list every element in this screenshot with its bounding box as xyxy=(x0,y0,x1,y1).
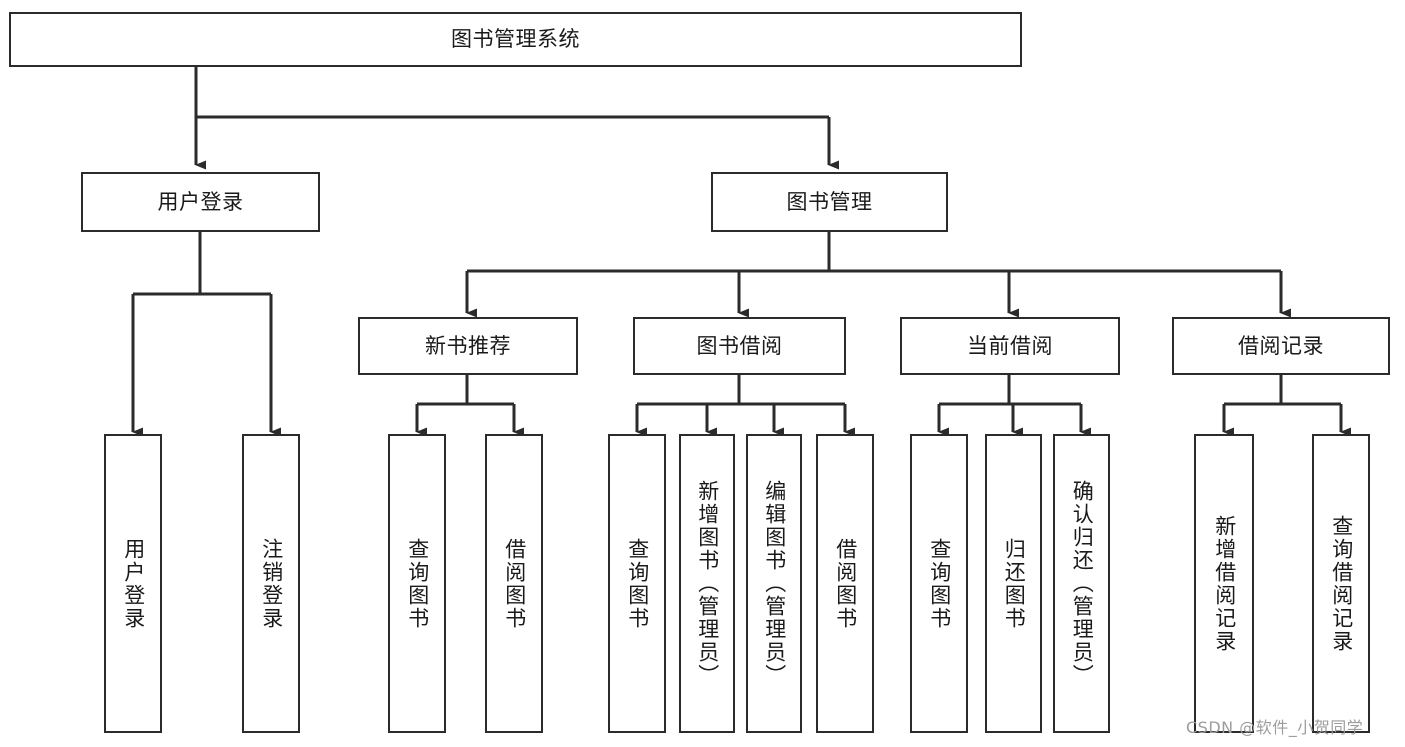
node-new-book-recommendation[interactable]: 新书推荐 xyxy=(358,317,578,375)
node-user-login[interactable]: 用户登录 xyxy=(81,172,320,232)
node-label: 图书借阅 xyxy=(696,333,783,358)
leaf-query-book-borrow[interactable]: 查询图书 xyxy=(608,434,666,733)
leaf-add-book-admin[interactable]: 新增图书（管理员） xyxy=(679,434,735,733)
node-book-borrowing[interactable]: 图书借阅 xyxy=(633,317,846,375)
node-label: 注销登录 xyxy=(259,537,284,630)
node-label: 查询借阅记录 xyxy=(1329,514,1354,653)
node-current-borrowing[interactable]: 当前借阅 xyxy=(900,317,1120,375)
node-label: 图书管理 xyxy=(786,189,873,214)
node-label: 确认归还（管理员） xyxy=(1070,480,1095,687)
leaf-edit-book-admin[interactable]: 编辑图书（管理员） xyxy=(746,434,802,733)
node-label: 查询图书 xyxy=(927,537,952,630)
leaf-return-book[interactable]: 归还图书 xyxy=(985,434,1042,733)
leaf-confirm-return-admin[interactable]: 确认归还（管理员） xyxy=(1053,434,1110,733)
node-label: 借阅记录 xyxy=(1238,333,1324,358)
node-label: 新增图书（管理员） xyxy=(695,480,720,687)
node-label: 图书管理系统 xyxy=(451,27,580,52)
node-label: 归还图书 xyxy=(1002,537,1027,630)
leaf-user-login[interactable]: 用户登录 xyxy=(104,434,162,733)
leaf-query-book-new-rec[interactable]: 查询图书 xyxy=(388,434,446,733)
leaf-borrow-book-borrow[interactable]: 借阅图书 xyxy=(816,434,874,733)
leaf-query-borrow-record[interactable]: 查询借阅记录 xyxy=(1312,434,1370,733)
node-label: 查询图书 xyxy=(625,537,650,630)
node-label: 借阅图书 xyxy=(833,537,858,630)
node-label: 借阅图书 xyxy=(502,537,527,630)
leaf-query-book-current[interactable]: 查询图书 xyxy=(910,434,968,733)
node-borrowing-records[interactable]: 借阅记录 xyxy=(1172,317,1390,375)
node-label: 新增借阅记录 xyxy=(1212,514,1237,653)
node-label: 当前借阅 xyxy=(967,333,1053,358)
node-label: 用户登录 xyxy=(121,537,146,630)
node-book-management[interactable]: 图书管理 xyxy=(711,172,948,232)
node-label: 新书推荐 xyxy=(425,333,511,358)
node-label: 查询图书 xyxy=(405,537,430,630)
leaf-borrow-book-new-rec[interactable]: 借阅图书 xyxy=(485,434,543,733)
csdn-watermark: CSDN @软件_小贺同学 xyxy=(1186,718,1364,737)
leaf-add-borrow-record[interactable]: 新增借阅记录 xyxy=(1194,434,1254,733)
node-book-management-system[interactable]: 图书管理系统 xyxy=(9,12,1022,67)
leaf-logout[interactable]: 注销登录 xyxy=(242,434,300,733)
node-label: 用户登录 xyxy=(157,189,244,214)
node-label: 编辑图书（管理员） xyxy=(762,480,787,687)
